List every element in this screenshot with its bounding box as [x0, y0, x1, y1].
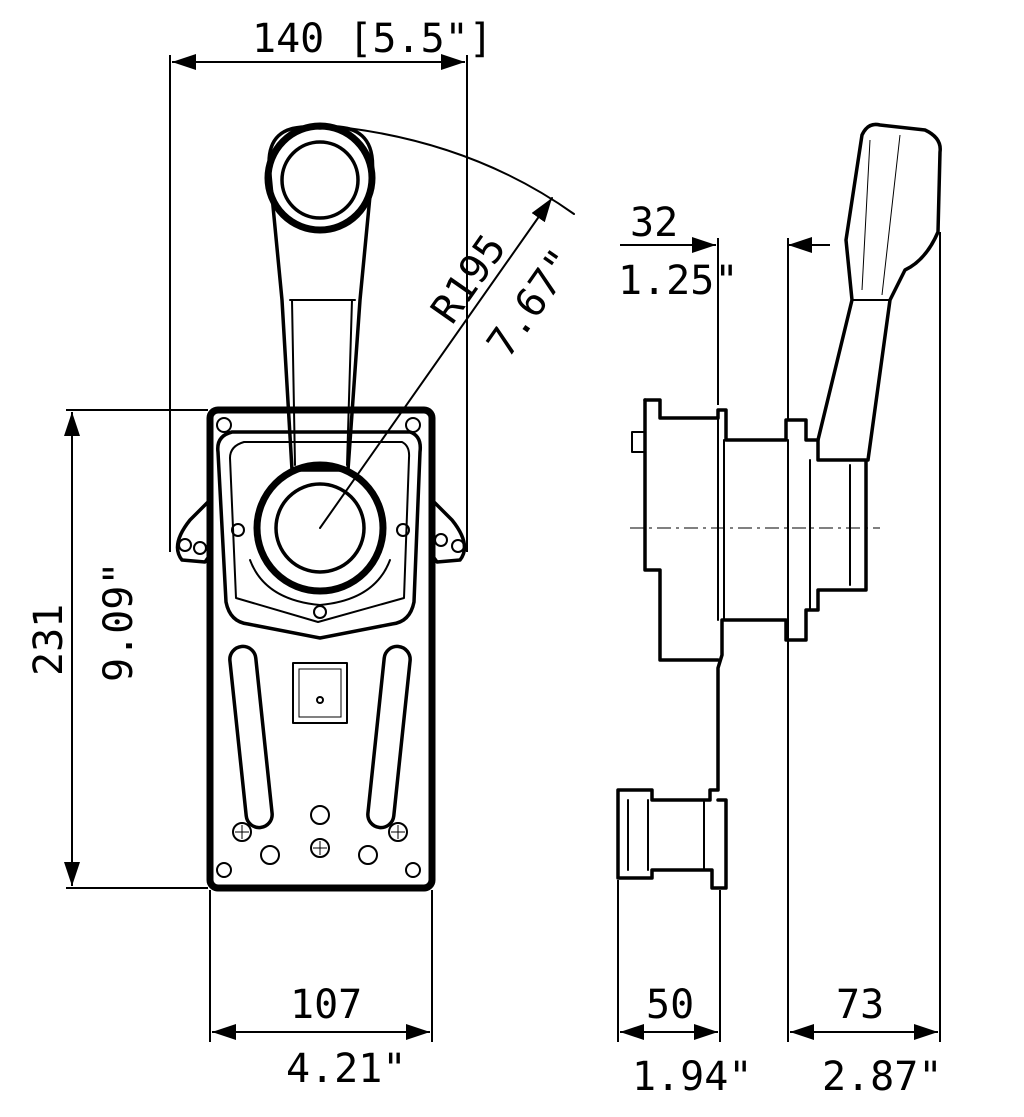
side-lever-handle [816, 122, 942, 462]
base-width-in-label: 4.21" [286, 1046, 406, 1092]
left-mount-ear [175, 498, 212, 564]
cover-housing [216, 430, 423, 640]
base-plate [206, 406, 436, 892]
depth-mm-label: 50 [646, 982, 694, 1028]
offset-mm-label: 32 [630, 200, 678, 246]
base-width-mm-label: 107 [290, 982, 362, 1028]
lever-hub [253, 461, 387, 595]
front-view: R195 7.67" 140 [5.5"] 231 9.09" 107 4.21… [26, 16, 585, 1092]
height-in-label: 9.09" [96, 562, 142, 682]
side-housing [616, 398, 868, 890]
offset-in-label: 1.25" [618, 258, 738, 304]
handle-depth-in-label: 2.87" [822, 1054, 942, 1100]
height-mm-label: 231 [26, 604, 72, 676]
right-slot [366, 644, 412, 830]
center-plate [292, 662, 348, 724]
lever-grip-ring [264, 122, 376, 234]
overall-width-label: 140 [5.5"] [252, 16, 493, 62]
handle-depth-mm-label: 73 [836, 982, 884, 1028]
side-view: 32 1.25" 50 1.94" 73 2.87" [616, 122, 942, 1100]
left-slot [228, 644, 274, 830]
depth-in-label: 1.94" [632, 1054, 752, 1100]
